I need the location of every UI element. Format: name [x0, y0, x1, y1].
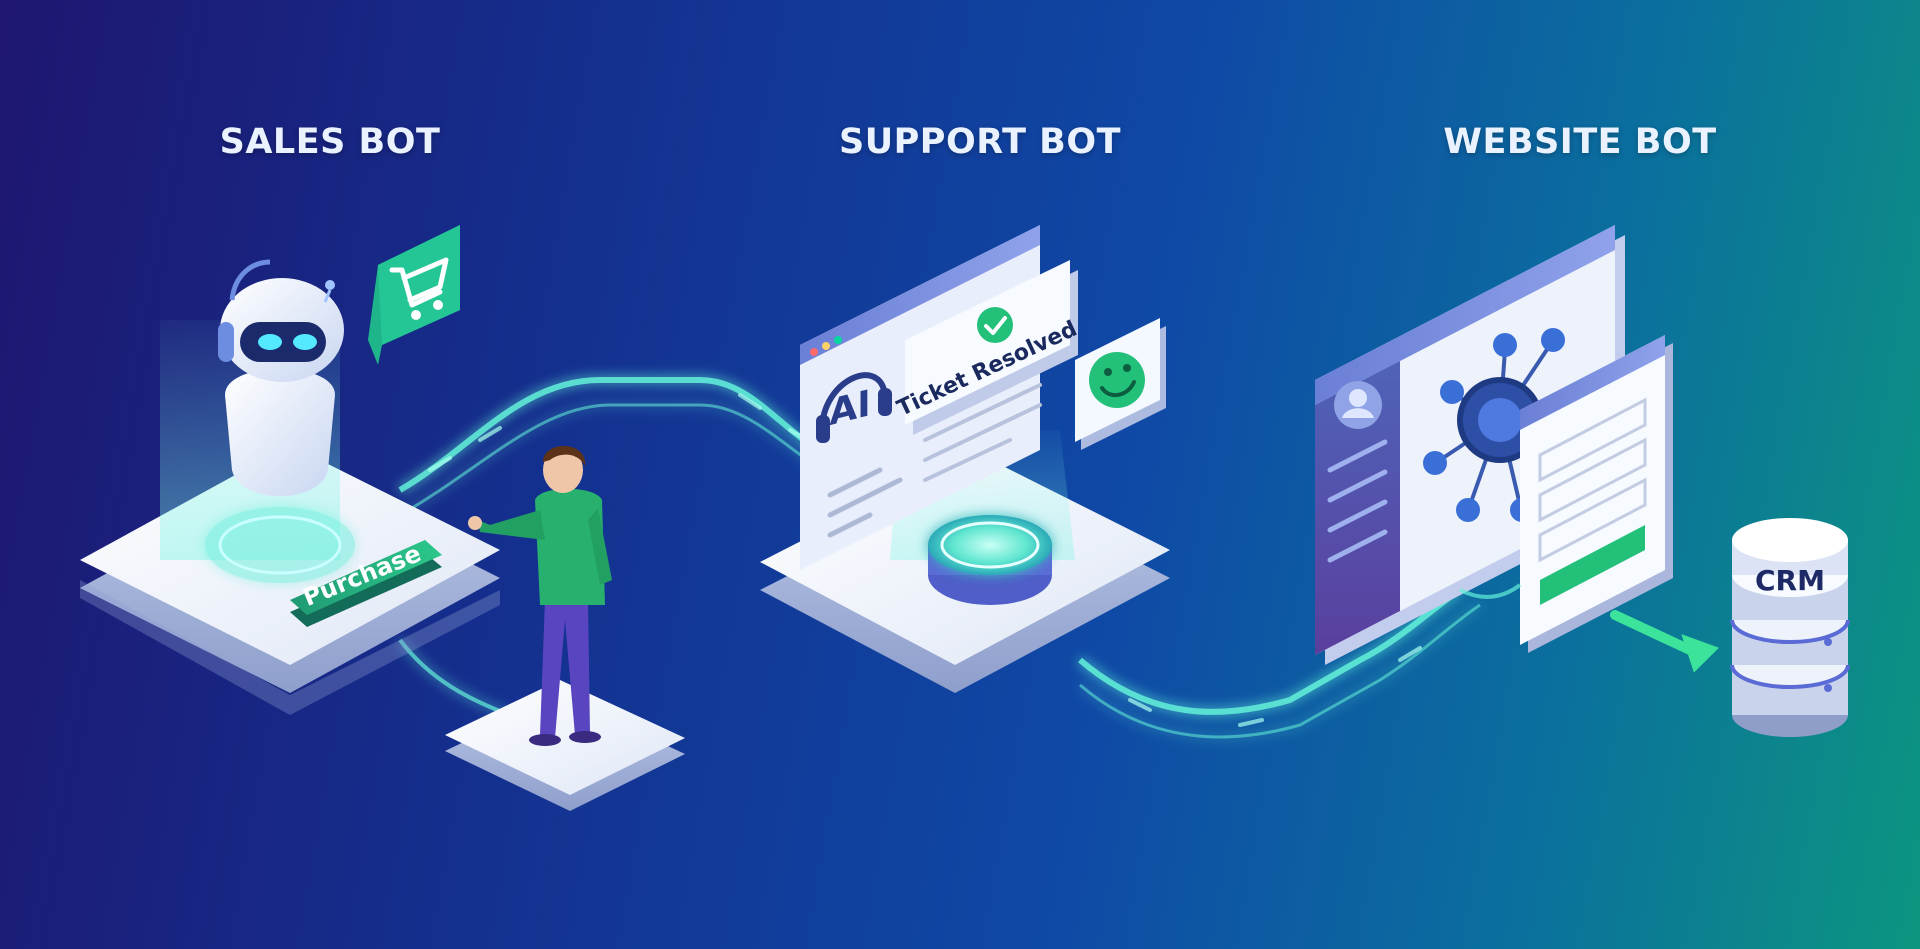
arrow-right-icon [1610, 610, 1719, 673]
support-pedestal [928, 515, 1052, 605]
website-bot-title: WEBSITE BOT [1443, 122, 1717, 162]
website-form-window [1520, 335, 1673, 653]
robot-avatar [218, 259, 344, 497]
person-figure [445, 445, 685, 811]
avatar [1334, 381, 1382, 429]
form-submit-button[interactable] [1540, 525, 1645, 605]
glow-ring [205, 507, 355, 583]
database-icon: CRM [1730, 518, 1850, 737]
support-bot-title: SUPPORT BOT [839, 122, 1121, 162]
smiley-face-icon [1075, 318, 1166, 450]
shopping-cart-icon [368, 225, 460, 365]
person-platform [445, 680, 685, 811]
website-browser-window [1315, 225, 1625, 665]
crm-label: CRM [1755, 564, 1825, 597]
crm-group: CRM [1610, 518, 1850, 737]
ai-label: AI [829, 381, 870, 434]
check-circle-icon [977, 307, 1013, 343]
support-bot-group: AI Ticket Resolved [760, 225, 1170, 693]
website-bot-group [1315, 225, 1673, 665]
headset-icon: AI [816, 372, 892, 443]
website-sidebar [1315, 361, 1400, 655]
sales-bot-group: Purchase [80, 225, 500, 715]
sales-bot-title: SALES BOT [219, 122, 441, 162]
